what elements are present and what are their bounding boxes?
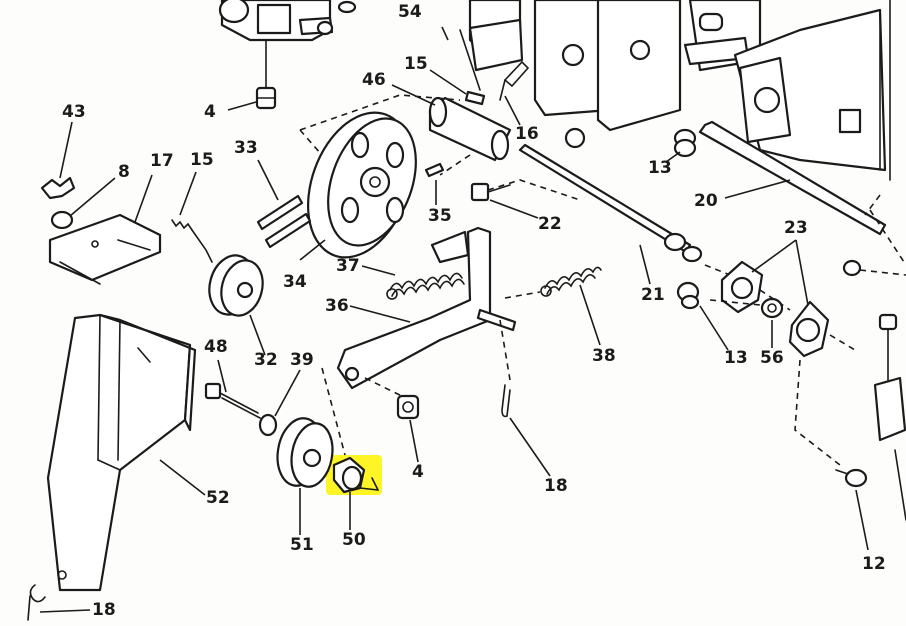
part-50-sleeve	[332, 456, 379, 494]
callout-15: 15	[404, 54, 428, 74]
callout-4: 4	[412, 462, 424, 482]
part-17-bracket	[48, 213, 162, 285]
callout-17: 17	[150, 151, 174, 171]
callout-34: 34	[283, 272, 307, 292]
part-18-cotter-pin	[501, 384, 511, 418]
callout-43: 43	[62, 102, 86, 122]
part-13-bushing-mid	[676, 281, 700, 310]
part-43-wing-nut	[40, 176, 76, 200]
callout-39: 39	[290, 350, 314, 370]
part-34-pulley	[307, 111, 417, 259]
part-23-flange-b	[788, 300, 830, 358]
part-39-washer	[258, 413, 278, 437]
callout-18: 18	[544, 476, 568, 496]
part-56-bushing	[760, 297, 784, 319]
callout-21: 21	[641, 285, 665, 305]
callout-20: 20	[694, 191, 718, 211]
part-51-pulley	[276, 417, 334, 488]
part-right-bolt	[878, 313, 898, 381]
callout-36: 36	[325, 296, 349, 316]
callout-8: 8	[118, 162, 130, 182]
part-35-pin	[424, 162, 445, 178]
part-37-spring	[386, 272, 465, 300]
callout-32: 32	[254, 350, 278, 370]
callout-4: 4	[204, 102, 216, 122]
callout-52: 52	[206, 488, 230, 508]
callout-54: 54	[398, 2, 422, 22]
part-18-pin-bottom	[27, 584, 46, 621]
part-32-pulley	[208, 254, 264, 317]
part-52-guard	[46, 313, 197, 592]
callout-48: 48	[204, 337, 228, 357]
part-23-flange-a	[720, 260, 764, 314]
part-46-shaft	[428, 96, 512, 162]
callout-23: 23	[784, 218, 808, 238]
part-16-clip	[499, 60, 530, 101]
part-22-bolt	[470, 182, 511, 202]
callout-13: 13	[724, 348, 748, 368]
callout-18: 18	[92, 600, 116, 620]
callout-37: 37	[336, 256, 360, 276]
part-21-rod	[518, 143, 703, 263]
callout-33: 33	[234, 138, 258, 158]
callout-38: 38	[592, 346, 616, 366]
callout-46: 46	[362, 70, 386, 90]
callout-16: 16	[515, 124, 539, 144]
callout-51: 51	[290, 535, 314, 555]
part-13-bushing-top	[673, 128, 697, 158]
callout-56: 56	[760, 348, 784, 368]
part-33-keys	[256, 194, 312, 249]
part-36-arm	[336, 226, 517, 390]
callout-35: 35	[428, 206, 452, 226]
callout-50: 50	[342, 530, 366, 550]
callout-12: 12	[862, 554, 886, 574]
part-4-nut-mid	[396, 394, 420, 420]
callout-15: 15	[190, 150, 214, 170]
part-4-nut-top	[255, 86, 277, 110]
gearbox-top	[218, 0, 334, 89]
part-8-washer	[50, 210, 74, 230]
callout-22: 22	[538, 214, 562, 234]
part-15-pin-left	[171, 219, 213, 263]
frame-right	[468, 0, 891, 181]
part-48-bolt	[204, 382, 261, 419]
part-12-bolt	[835, 468, 868, 488]
callout-13: 13	[648, 158, 672, 178]
part-38-spring	[540, 266, 602, 297]
